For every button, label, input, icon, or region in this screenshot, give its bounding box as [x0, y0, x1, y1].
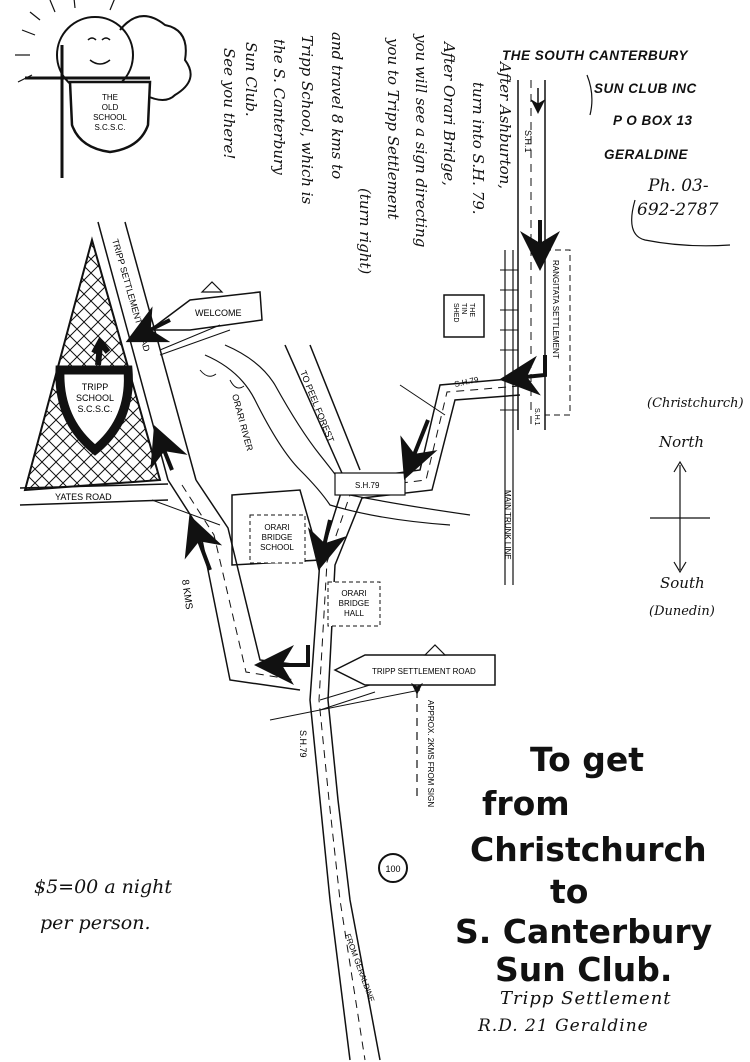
- direction-line-1: After Ashburton,: [496, 62, 514, 190]
- address-line2: R.D. 21 Geraldine: [478, 1016, 649, 1036]
- tripp-school-label-2: SCHOOL: [76, 393, 114, 403]
- title-line5: S. Canterbury: [455, 912, 713, 951]
- phone-line2: 692-2787: [637, 200, 719, 220]
- peel-forest-road: TO PEEL FOREST: [284, 344, 361, 481]
- sh79-junction-label: S.H.79: [454, 375, 480, 389]
- orari-school-label-1: ORARI: [264, 523, 289, 532]
- address-line1: Tripp Settlement: [500, 988, 672, 1009]
- sh1-lower-label: S.H.1: [533, 408, 540, 426]
- orari-river-label: ORARI RIVER: [230, 393, 255, 453]
- orari-bridge-hall: ORARI BRIDGE HALL: [327, 581, 381, 627]
- direction-line-3: After Orari Bridge,: [440, 42, 458, 186]
- title-line4: to: [550, 872, 589, 911]
- direction-line-9: the S. Canterbury: [270, 39, 288, 175]
- tripp-road-lower: 8 KMS: [151, 479, 301, 691]
- sh79-bridge-label: S.H.79: [355, 481, 380, 490]
- direction-line-8: Tripp School, which is: [298, 35, 316, 205]
- logo-text-3: SCHOOL: [93, 113, 127, 122]
- tripp-sign-label: TRIPP SETTLEMENT ROAD: [372, 667, 476, 676]
- orari-hall-label-3: HALL: [344, 609, 365, 618]
- from-geraldine-label: FROM GERALDINE: [343, 933, 376, 1004]
- tin-shed-label-3: SHED: [452, 303, 459, 322]
- rangitata-label: RANGITATA SETTLEMENT: [551, 260, 560, 359]
- club-town: GERALDINE: [604, 147, 689, 162]
- approx-label: APPROX. 2KMS FROM SIGN: [426, 700, 435, 807]
- yates-road-label: YATES ROAD: [55, 492, 112, 502]
- sun-club-logo: THE OLD SCHOOL S.C.S.C.: [15, 0, 192, 178]
- tripp-school-block: TRIPP SCHOOL S.C.S.C.: [23, 236, 162, 492]
- logo-text-2: OLD: [102, 103, 119, 112]
- compass-south-city: (Dunedin): [649, 604, 715, 619]
- title-line2: from: [482, 784, 570, 823]
- price-line1: $5=00 a night: [34, 876, 173, 898]
- logo-text-1: THE: [102, 93, 118, 102]
- speed-label: 100: [385, 864, 400, 874]
- tin-shed: THE TIN SHED: [443, 294, 485, 338]
- direction-line-5: you to Tripp Settlement: [384, 38, 402, 220]
- approx-distance: APPROX. 2KMS FROM SIGN: [411, 682, 435, 807]
- direction-line-2: turn into S.H. 79.: [469, 82, 487, 215]
- direction-line-7: and travel 8 kms to: [328, 32, 346, 180]
- sh1-top-label: S.H.1: [523, 130, 533, 153]
- main-trunk-label: MAIN TRUNK LINE: [503, 490, 512, 560]
- phone-line1: Ph. 03-: [648, 176, 709, 196]
- compass: [650, 460, 710, 574]
- route-arrows: [125, 220, 560, 685]
- tripp-school-label-3: S.C.S.C.: [77, 404, 112, 414]
- title-line6: Sun Club.: [495, 950, 673, 989]
- tripp-school-label-1: TRIPP: [82, 382, 109, 392]
- tin-shed-label-1: THE: [468, 303, 475, 317]
- title-line1: To get: [530, 740, 645, 779]
- orari-hall-label-1: ORARI: [341, 589, 366, 598]
- orari-bridge-school: ORARI BRIDGE SCHOOL: [231, 489, 321, 566]
- welcome-sign: WELCOME: [147, 281, 263, 356]
- orari-hall-label-2: BRIDGE: [339, 599, 370, 608]
- compass-north: North: [659, 433, 705, 451]
- tripp-road-sign: TRIPP SETTLEMENT ROAD: [319, 644, 496, 711]
- orari-school-label-2: BRIDGE: [262, 533, 293, 542]
- sh79-lower-label: S.H.79: [298, 730, 308, 758]
- welcome-label: WELCOME: [195, 308, 242, 318]
- title-line3: Christchurch: [470, 830, 707, 869]
- header-bracket: [586, 74, 731, 247]
- tin-shed-label-2: TIN: [460, 303, 467, 314]
- orari-school-label-3: SCHOOL: [260, 543, 294, 552]
- club-name-line1: THE SOUTH CANTERBURY: [502, 48, 689, 63]
- compass-north-city: (Christchurch): [647, 396, 744, 411]
- eight-kms-label: 8 KMS: [179, 579, 194, 611]
- price-line2: per person.: [40, 912, 151, 934]
- speed-sign: 100: [378, 853, 408, 883]
- direction-line-11: See you there!: [220, 48, 238, 160]
- club-name-line2: SUN CLUB INC: [594, 81, 697, 96]
- direction-line-4: you will see a sign directing: [412, 34, 430, 248]
- yates-road: YATES ROAD: [19, 483, 169, 506]
- direction-line-6: (turn right): [356, 188, 374, 275]
- logo-text-4: S.C.S.C.: [94, 123, 125, 132]
- compass-south: South: [660, 574, 705, 592]
- club-po-box: P O BOX 13: [613, 113, 693, 128]
